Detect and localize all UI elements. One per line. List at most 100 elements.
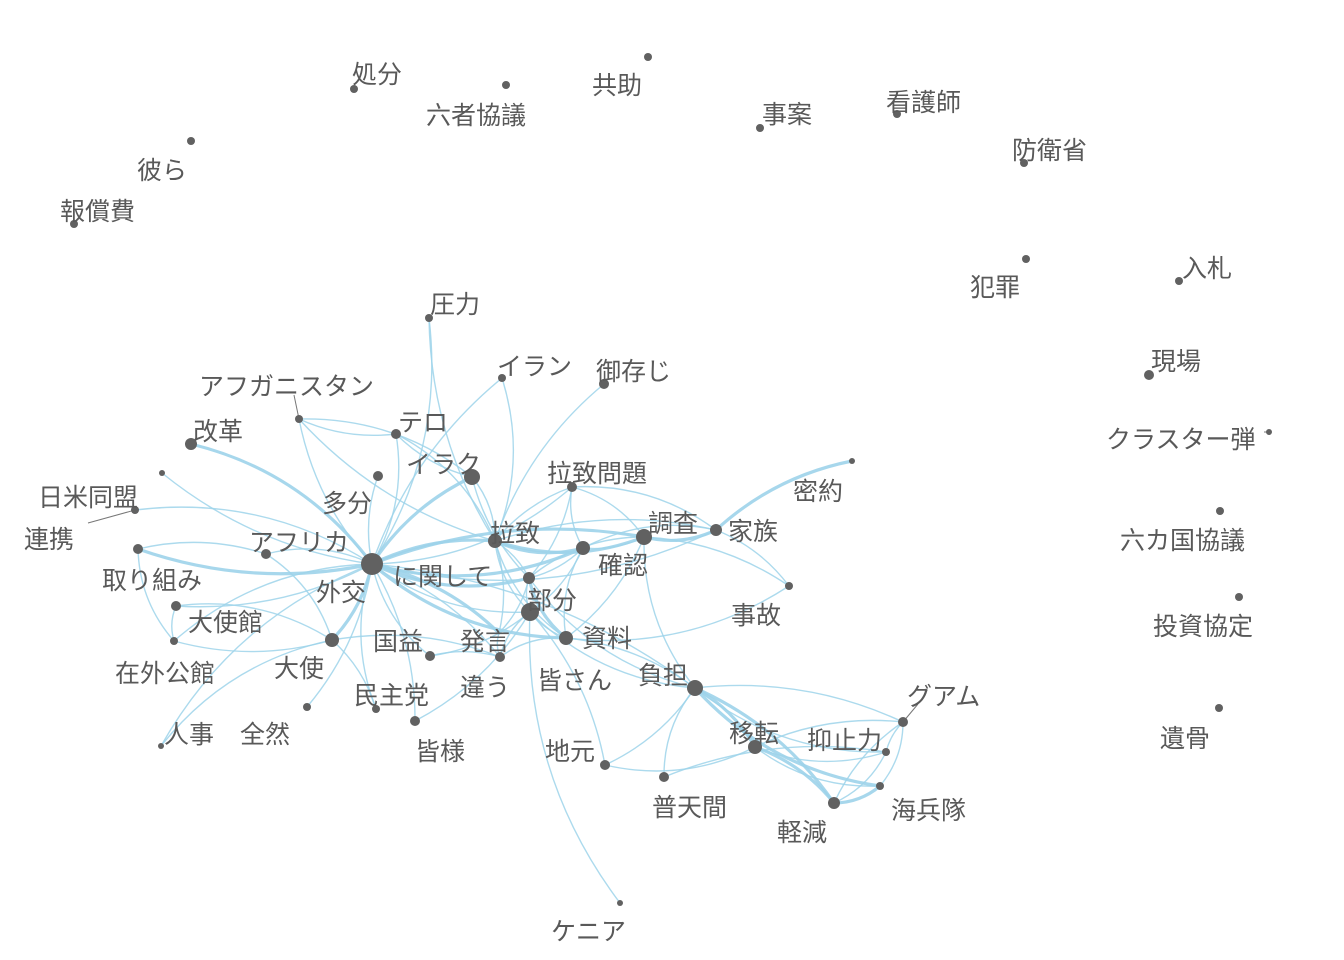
edge-nikanshite-africa <box>265 548 373 565</box>
node-genba <box>1144 370 1154 380</box>
node-hanzai <box>1022 255 1030 263</box>
node-chigau <box>495 652 505 662</box>
edge-taishikan-zaigai <box>171 605 177 642</box>
node-label-mitsuyaku: 密約 <box>793 477 843 506</box>
edge-futenma-yokushiryoku <box>663 745 887 778</box>
edge-tero-afghan <box>298 418 397 437</box>
edge-chosa-futan <box>643 536 696 689</box>
edge-chosa-rachimondai <box>571 486 645 538</box>
edge-shiryo-jiko <box>565 585 790 642</box>
edge-iten-guam <box>754 719 904 748</box>
label-leader-line <box>87 509 136 524</box>
edge-minasan-jimoto <box>529 611 606 766</box>
edge-futan-guam <box>694 684 904 723</box>
node-jinji <box>158 743 164 749</box>
edge-taishi-chigau <box>331 634 501 658</box>
node-label-rokusha: 六者協議 <box>426 101 526 130</box>
node-label-shiryo: 資料 <box>582 624 632 653</box>
edge-minasan-minasama <box>414 611 531 722</box>
node-label-kazoku: 家族 <box>728 517 778 546</box>
node-label-iran: イラン <box>497 352 572 381</box>
node-nikanshite <box>361 553 383 575</box>
node-kaikaku <box>185 438 197 450</box>
node-label-taishi: 大使 <box>274 654 324 683</box>
edge-nikanshite-tero <box>371 433 400 565</box>
node-afghan <box>295 415 303 423</box>
node-label-kaiheitai: 海兵隊 <box>891 796 966 825</box>
node-label-kokueki: 国益 <box>373 627 423 656</box>
node-label-kaikaku: 改革 <box>193 417 243 446</box>
nodes-layer <box>70 53 1272 906</box>
edge-rachimondai-kakunin <box>569 486 584 549</box>
node-label-rachi: 拉致 <box>490 519 540 548</box>
edge-nikanshite-minasama <box>371 563 416 722</box>
edge-nikanshite-zenzen <box>306 563 373 708</box>
node-keigen <box>828 797 840 809</box>
node-bubun <box>523 572 535 584</box>
edge-jimoto-iten <box>604 746 756 772</box>
edge-nikanshite-torikumi <box>136 547 374 576</box>
node-minasama <box>410 716 420 726</box>
edge-iraku-afghan <box>298 418 473 478</box>
node-toshi <box>1235 593 1243 601</box>
edge-nikanshite-iran <box>371 377 503 565</box>
edge-kazoku-jiko <box>715 529 790 587</box>
node-label-genba: 現場 <box>1151 347 1201 376</box>
node-label-africa: アフリカ <box>249 528 349 557</box>
node-taishi <box>325 633 339 647</box>
edge-nikanshite-minasan <box>371 563 531 614</box>
node-kyojo <box>644 53 652 61</box>
edge-nikanshite-kokueki <box>371 563 431 657</box>
edge-rachi-iran <box>494 377 515 542</box>
node-renkei <box>131 506 139 514</box>
node-iten <box>748 740 762 754</box>
node-label-nyusatsu: 入札 <box>1182 254 1232 283</box>
edge-futan-jimoto <box>604 687 696 766</box>
node-mitsuyaku <box>849 458 855 464</box>
edge-rachi-rachimondai <box>494 486 573 542</box>
node-guam <box>898 717 908 727</box>
node-label-kyojo: 共助 <box>592 71 642 100</box>
edge-futan-futenma <box>663 687 696 778</box>
node-atsuryoku <box>425 314 433 322</box>
edge-nikanshite-taishikan <box>175 563 373 608</box>
edge-kazoku-rachimondai <box>571 485 717 531</box>
node-taishikan <box>171 601 181 611</box>
edge-kazoku-kakunin <box>582 524 717 549</box>
node-label-torikumi: 取り組み <box>102 566 202 595</box>
node-label-gozonji: 御存じ <box>596 357 671 386</box>
edge-nikanshite-renkei <box>134 506 373 565</box>
edge-shiryo-futan <box>565 637 696 689</box>
node-label-boeisho: 防衛省 <box>1012 136 1087 165</box>
node-futenma <box>659 772 669 782</box>
edge-bubun-futan <box>528 577 696 689</box>
edge-iraku-tero <box>395 433 473 478</box>
node-label-bubun: 部分 <box>527 586 577 615</box>
node-tero <box>391 429 401 439</box>
edge-futan-kaiheitai <box>693 686 882 788</box>
edge-nikanshite-shiryo <box>370 562 568 640</box>
node-label-yokushiryoku: 抑止力 <box>807 726 882 755</box>
label-leader-line <box>293 394 300 420</box>
node-kaiheitai <box>876 782 884 790</box>
node-iraku <box>464 469 480 485</box>
node-jimoto <box>600 760 610 770</box>
edge-taishi-jinji <box>160 639 333 747</box>
node-label-futenma: 普天間 <box>652 793 727 822</box>
edge-chosa-jiko <box>643 536 790 587</box>
node-label-hanzai: 犯罪 <box>970 273 1020 302</box>
node-gozonji <box>599 379 609 389</box>
node-torikumi <box>133 544 143 554</box>
edge-rachi-afghan <box>298 418 496 542</box>
node-label-rokkakoku: 六カ国協議 <box>1120 526 1245 555</box>
edge-taishi-minshuto <box>331 639 377 710</box>
node-label-jiko: 事故 <box>731 601 781 630</box>
edge-rachi-atsuryoku <box>428 317 496 542</box>
node-cluster <box>1266 429 1272 435</box>
edge-kazoku-mitsuyaku <box>714 459 854 532</box>
node-kokueki <box>425 651 435 661</box>
node-label-chigau: 違う <box>460 673 510 702</box>
node-kazoku <box>710 524 722 536</box>
node-kenya <box>617 900 623 906</box>
node-label-cluster: クラスター弾 <box>1106 425 1256 454</box>
